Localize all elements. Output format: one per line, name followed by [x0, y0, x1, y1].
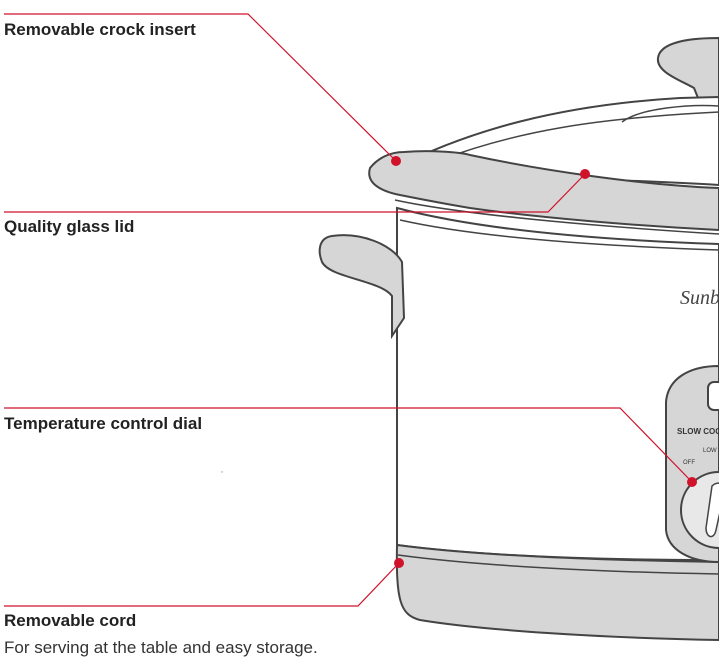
crock-leader-line: [4, 13, 397, 162]
callout-label-dial: Temperature control dial: [4, 414, 203, 433]
cooker-base: [395, 543, 719, 642]
lid-marker: [580, 169, 590, 179]
body-top-band: [399, 219, 719, 251]
dial-leader-line: [4, 407, 693, 483]
dial-low-label: LOW: [703, 448, 717, 454]
cord-leader-line: [4, 562, 400, 607]
crock-rim: [368, 150, 719, 232]
cord-marker: [394, 558, 404, 568]
crock-marker: [391, 156, 401, 166]
base-inner-line: [397, 554, 719, 575]
callout-label-crock: Removable crock insert: [4, 20, 196, 39]
dial-mode-label: SLOW COO: [677, 427, 719, 436]
dial-off-label: OFF: [683, 460, 695, 466]
brand-logo: Sunb: [680, 287, 719, 309]
lid-leader-line: [4, 173, 586, 213]
callout-description-cord: For serving at the table and easy storag…: [4, 638, 318, 657]
callout-label-cord: Removable cord: [4, 611, 137, 630]
side-handle: [318, 234, 406, 340]
indicator-light: [707, 381, 719, 411]
dial-pointer: [705, 482, 719, 538]
glass-lid-inner-rim: [439, 111, 719, 161]
speck: [221, 471, 223, 473]
lid-knob: [656, 36, 719, 112]
dial-marker: [687, 477, 697, 487]
glass-lid-handle-rim: [621, 104, 719, 123]
crock-rim-groove: [394, 199, 719, 235]
callout-label-lid: Quality glass lid: [4, 217, 135, 236]
